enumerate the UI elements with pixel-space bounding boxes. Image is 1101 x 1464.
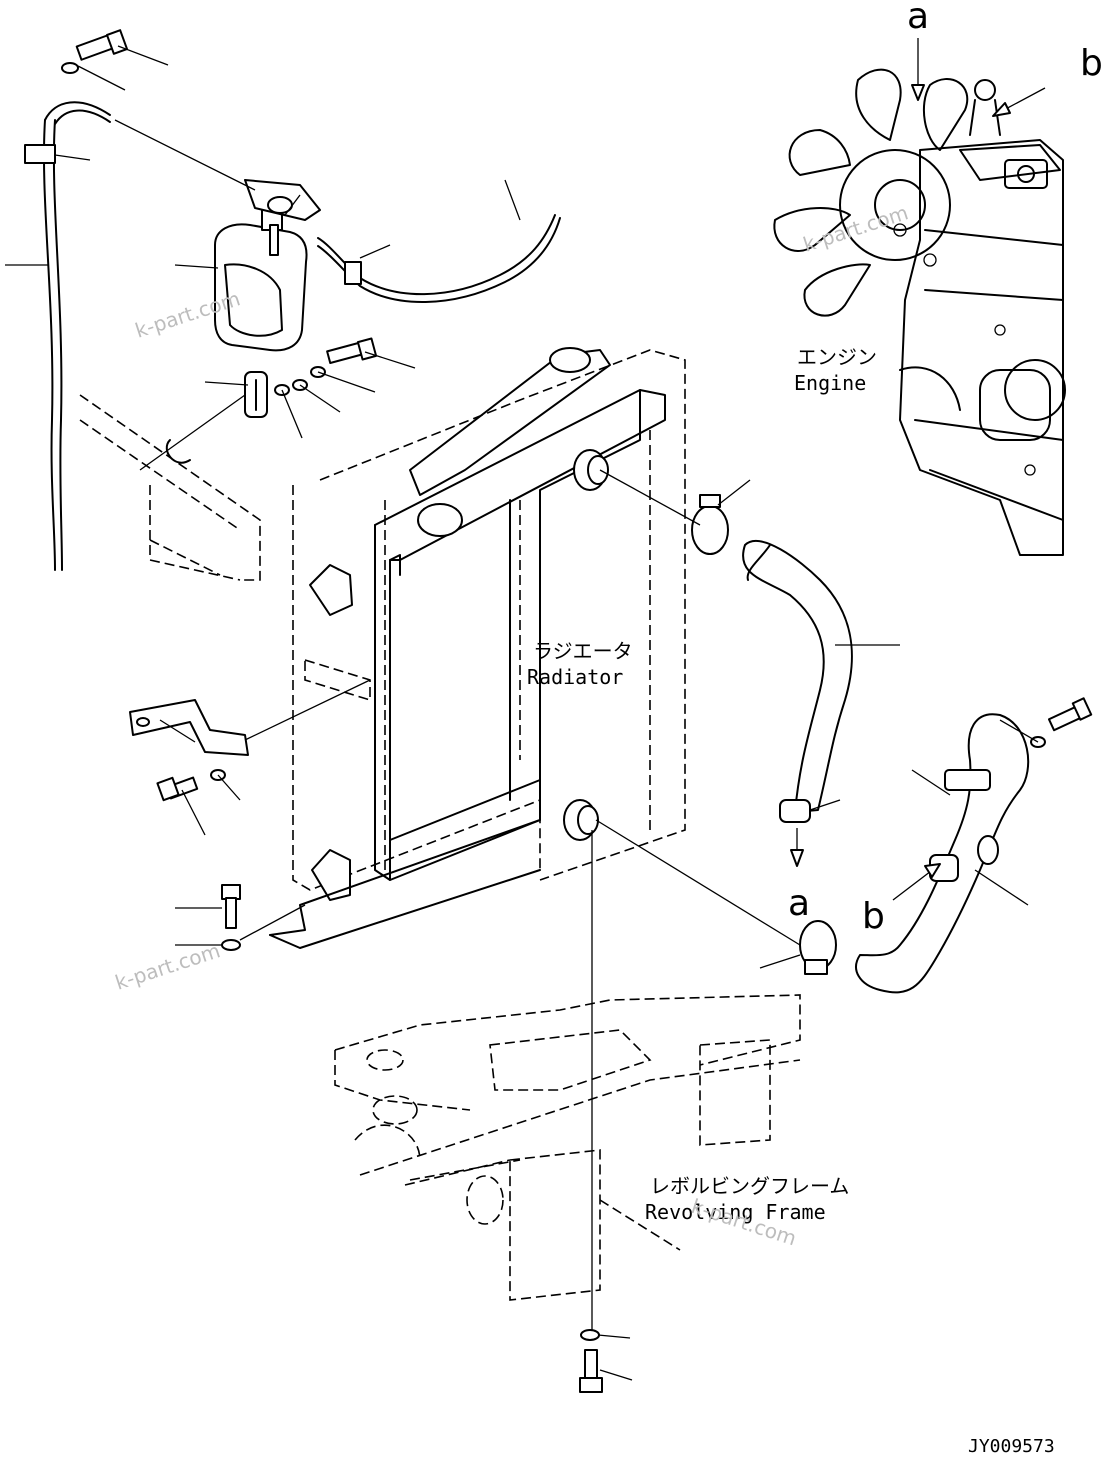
leader-lines: [5, 45, 1039, 1381]
bolt-top: [75, 29, 128, 61]
watermark: k-part.com: [112, 938, 223, 994]
radiator-label-en: Radiator: [527, 665, 623, 689]
marker-a-top: a: [907, 0, 929, 37]
revolving-frame: [334, 994, 801, 1393]
engine-label-jp: エンジン: [797, 345, 877, 369]
engine-label-en: Engine: [794, 371, 866, 395]
drawing-number: JY009573: [968, 1436, 1055, 1457]
frame-label-jp: レボルビングフレーム: [650, 1174, 849, 1198]
reserve-tank-assembly: [24, 29, 561, 581]
engine-assembly: [773, 68, 1066, 556]
frame-label-en: Revolving Frame: [645, 1200, 826, 1224]
frame-label: レボルビングフレーム Revolving Frame: [645, 1174, 849, 1224]
radiator-label-jp: ラジエータ: [533, 639, 633, 663]
direction-arrows: [790, 38, 1046, 901]
marker-b-bottom: b: [862, 896, 885, 937]
marker-a-bottom: a: [788, 883, 810, 924]
radiator-stay: [129, 699, 249, 951]
radiator-label: ラジエータ Radiator: [527, 639, 633, 689]
engine-label: エンジン Engine: [794, 345, 877, 395]
radiator-hoses: [691, 494, 1093, 994]
marker-b-top: b: [1080, 43, 1101, 84]
